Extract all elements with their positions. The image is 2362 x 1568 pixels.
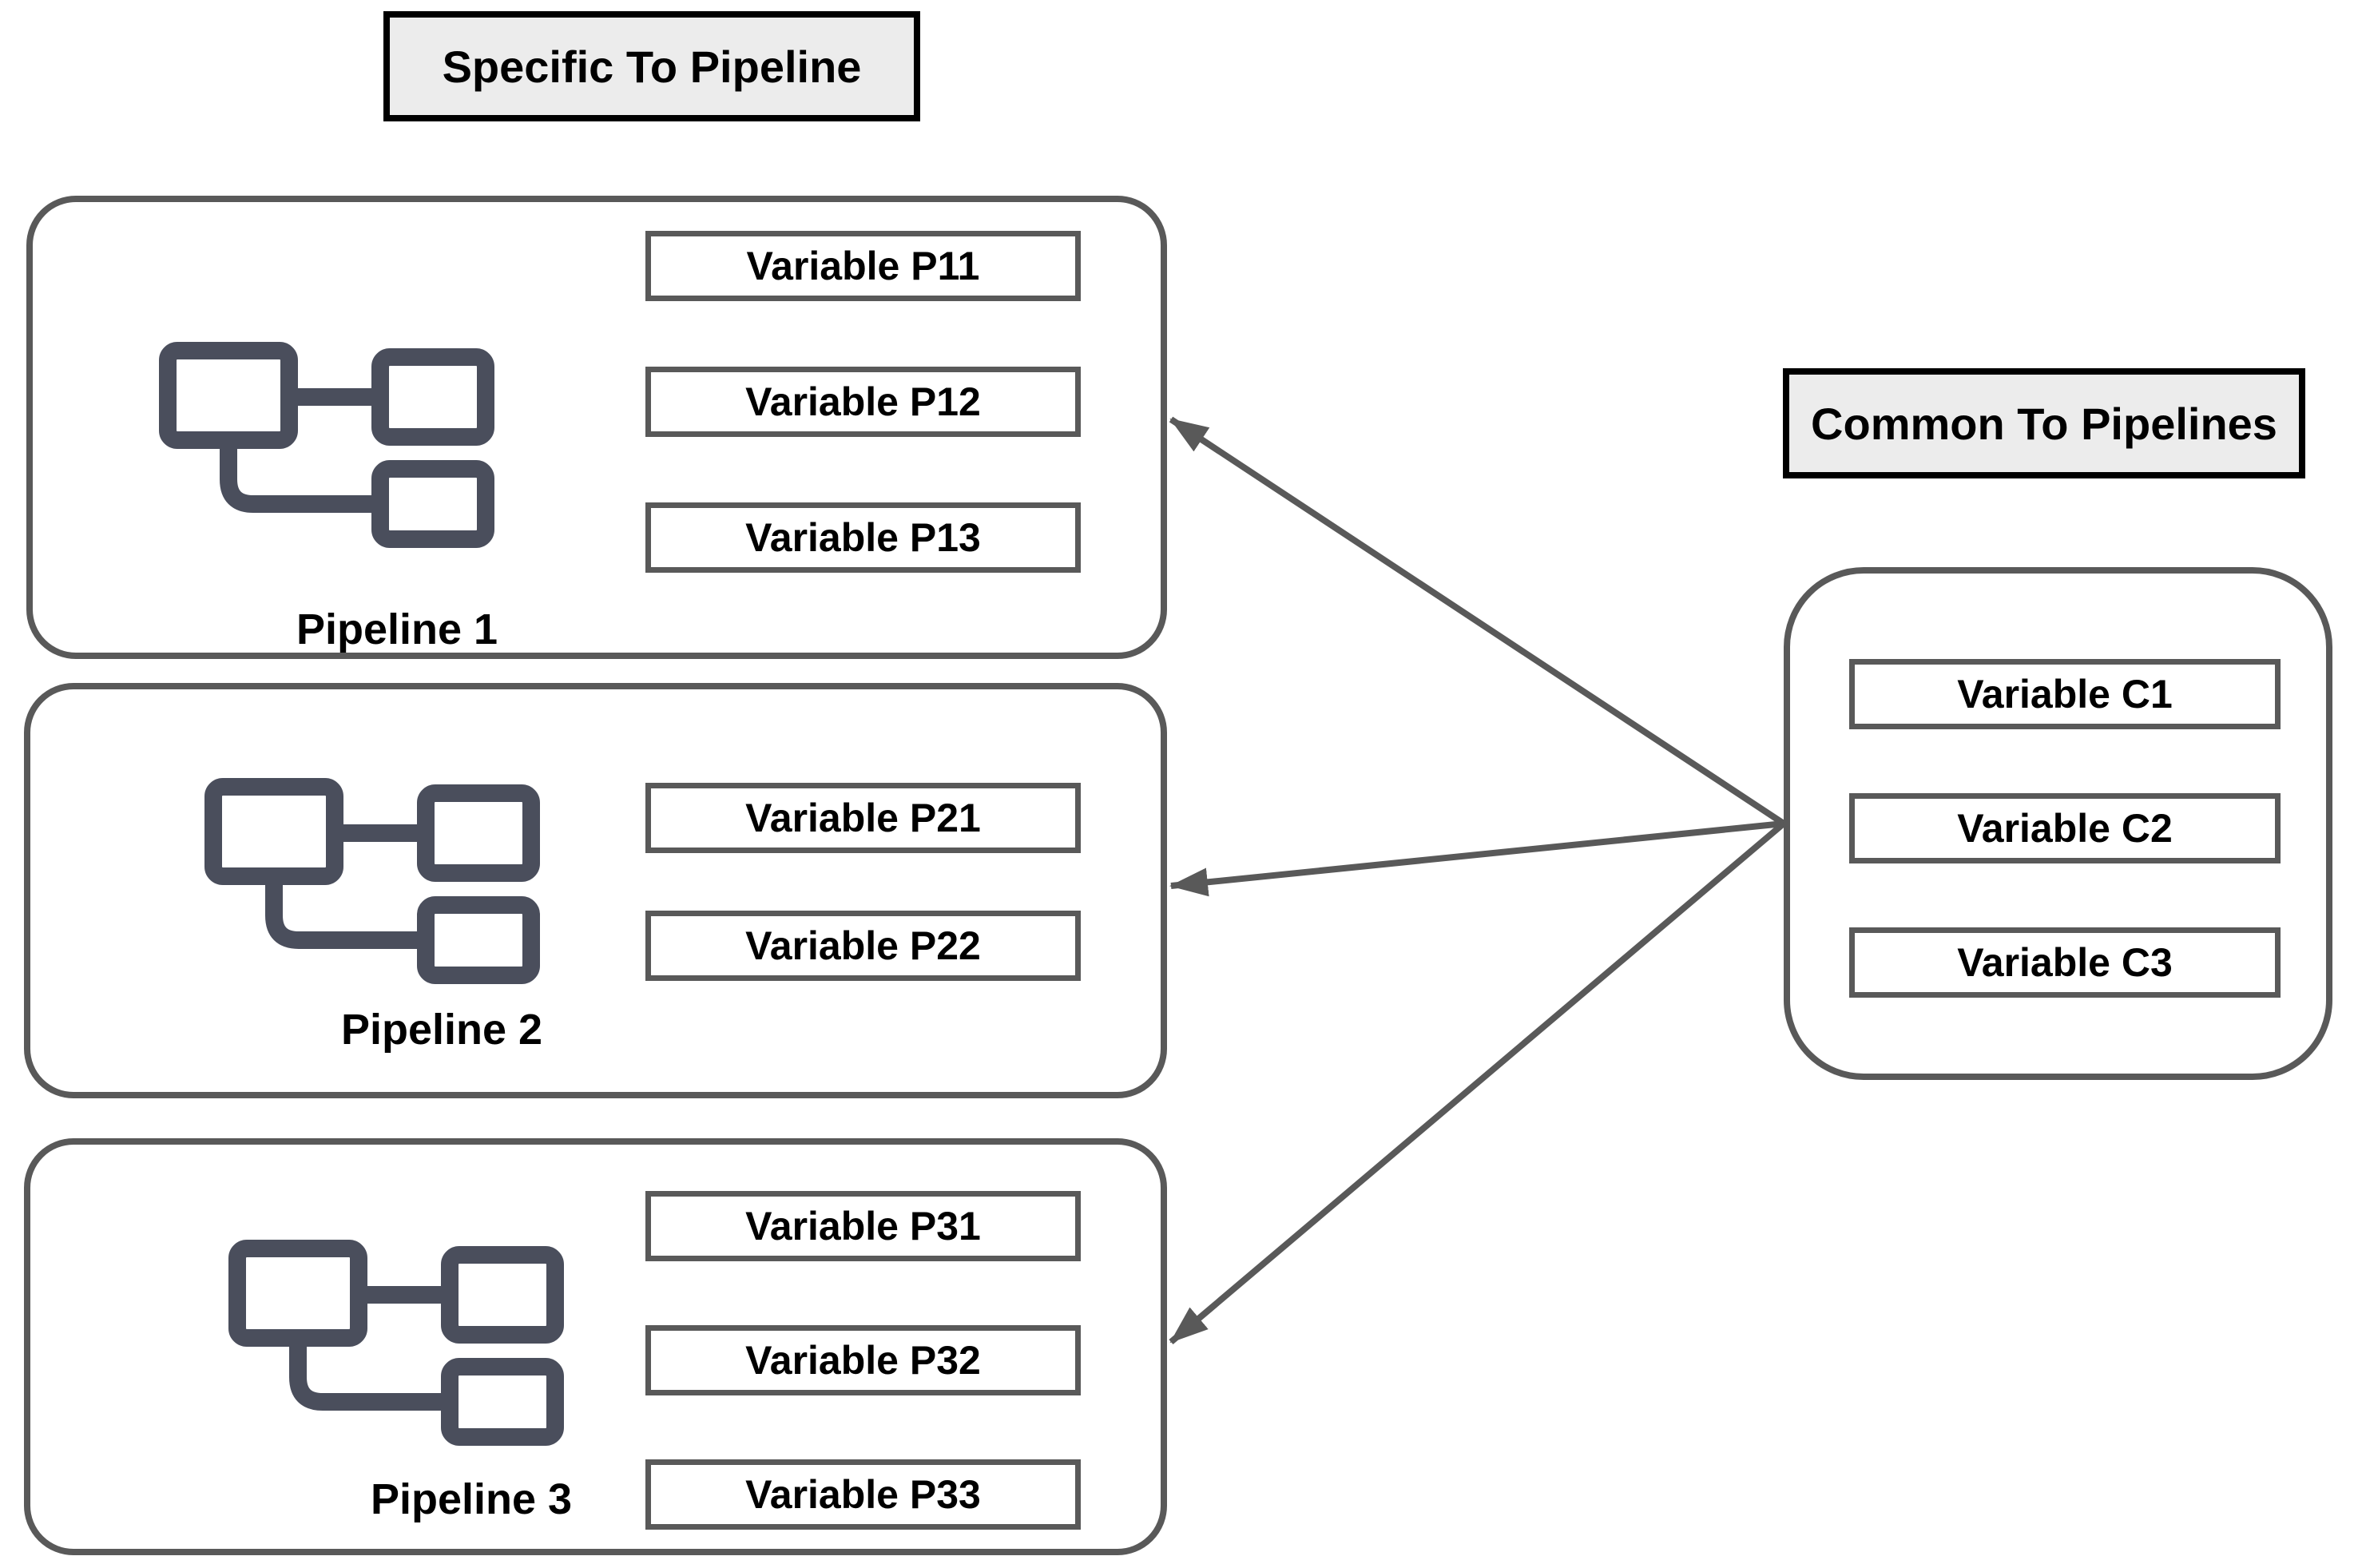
variable-p12-label: Variable P12 bbox=[745, 379, 981, 424]
variable-p21-label: Variable P21 bbox=[745, 796, 981, 840]
variable-box-p13: Variable P13 bbox=[645, 502, 1081, 573]
variable-p13-label: Variable P13 bbox=[745, 515, 981, 560]
common-to-pipelines-title: Common To Pipelines bbox=[1783, 368, 2305, 478]
variable-box-p12: Variable P12 bbox=[645, 367, 1081, 437]
pipeline-2-container bbox=[24, 683, 1167, 1098]
arrow-to-pipeline-2 bbox=[1169, 820, 1784, 897]
variable-p31-label: Variable P31 bbox=[745, 1204, 981, 1248]
variable-box-c1: Variable C1 bbox=[1849, 659, 2281, 729]
variable-p22-label: Variable P22 bbox=[745, 923, 981, 968]
variable-c3-label: Variable C3 bbox=[1957, 940, 2173, 985]
variable-c1-label: Variable C1 bbox=[1957, 672, 2173, 717]
variable-box-c3: Variable C3 bbox=[1849, 927, 2281, 998]
pipeline-1-label: Pipeline 1 bbox=[296, 605, 498, 653]
pipeline-flow-icon bbox=[228, 1240, 564, 1446]
pipeline-flow-icon bbox=[159, 342, 494, 548]
variable-box-p31: Variable P31 bbox=[645, 1191, 1081, 1261]
pipeline-3-label: Pipeline 3 bbox=[370, 1475, 573, 1523]
variable-box-p33: Variable P33 bbox=[645, 1459, 1081, 1530]
variable-box-p11: Variable P11 bbox=[645, 231, 1081, 301]
variable-c2-label: Variable C2 bbox=[1957, 806, 2173, 851]
pipeline-2-label: Pipeline 2 bbox=[340, 1006, 543, 1054]
variable-p33-label: Variable P33 bbox=[745, 1472, 981, 1517]
arrow-to-pipeline-1 bbox=[1169, 416, 1786, 827]
variable-box-p32: Variable P32 bbox=[645, 1325, 1081, 1395]
pipeline-flow-icon bbox=[204, 778, 540, 984]
variable-box-c2: Variable C2 bbox=[1849, 793, 2281, 863]
arrow-to-pipeline-3 bbox=[1169, 820, 1786, 1345]
variable-box-p22: Variable P22 bbox=[645, 911, 1081, 981]
specific-to-pipeline-title: Specific To Pipeline bbox=[383, 11, 920, 121]
common-to-pipelines-label: Common To Pipelines bbox=[1811, 398, 2277, 449]
variable-box-p21: Variable P21 bbox=[645, 783, 1081, 853]
variable-p32-label: Variable P32 bbox=[745, 1338, 981, 1383]
specific-to-pipeline-label: Specific To Pipeline bbox=[442, 41, 862, 92]
variable-p11-label: Variable P11 bbox=[746, 244, 980, 288]
